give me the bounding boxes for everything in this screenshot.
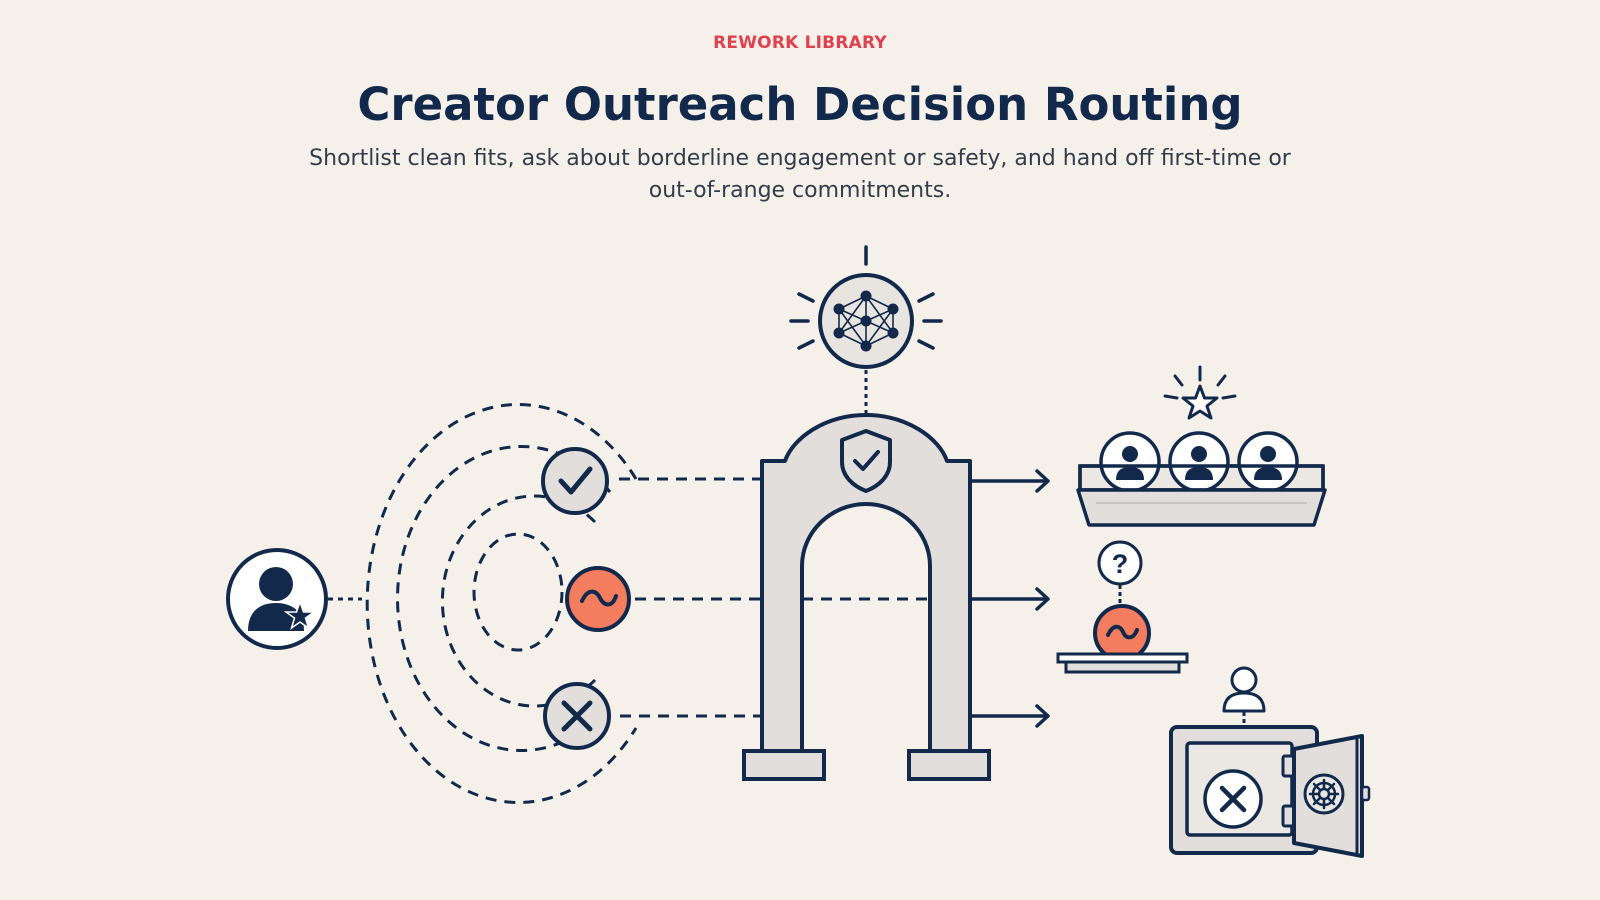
- creator-star-icon: [226, 548, 328, 650]
- avatar: [1168, 431, 1230, 493]
- tilde-icon: [580, 589, 618, 607]
- output-arrows: [969, 469, 1050, 728]
- avatar: [1237, 431, 1299, 493]
- avatar: [1099, 431, 1161, 493]
- x-icon: [1219, 785, 1247, 813]
- x-icon: [561, 700, 593, 732]
- handoff-safe-icon: [1169, 666, 1371, 858]
- route-node-check: [541, 447, 609, 515]
- funnel-arcs: [365, 403, 638, 804]
- check-icon: [558, 466, 593, 495]
- page-subtitle: Shortlist clean fits, ask about borderli…: [309, 146, 1291, 203]
- tilde-icon: [1106, 624, 1139, 640]
- eyebrow-label: REWORK LIBRARY: [713, 33, 887, 53]
- neural-network-icon: [789, 245, 943, 369]
- shortlist-tray-icon: [1076, 365, 1327, 527]
- question-mark: ?: [1112, 549, 1129, 579]
- gate-archway: [742, 413, 991, 781]
- page-title: Creator Outreach Decision Routing: [357, 78, 1243, 131]
- route-lines: [619, 477, 760, 718]
- question-tray-icon: ?: [1056, 540, 1189, 674]
- route-node-x: [543, 682, 611, 750]
- shield-check-icon: [840, 429, 892, 493]
- route-node-tilde: [565, 566, 631, 632]
